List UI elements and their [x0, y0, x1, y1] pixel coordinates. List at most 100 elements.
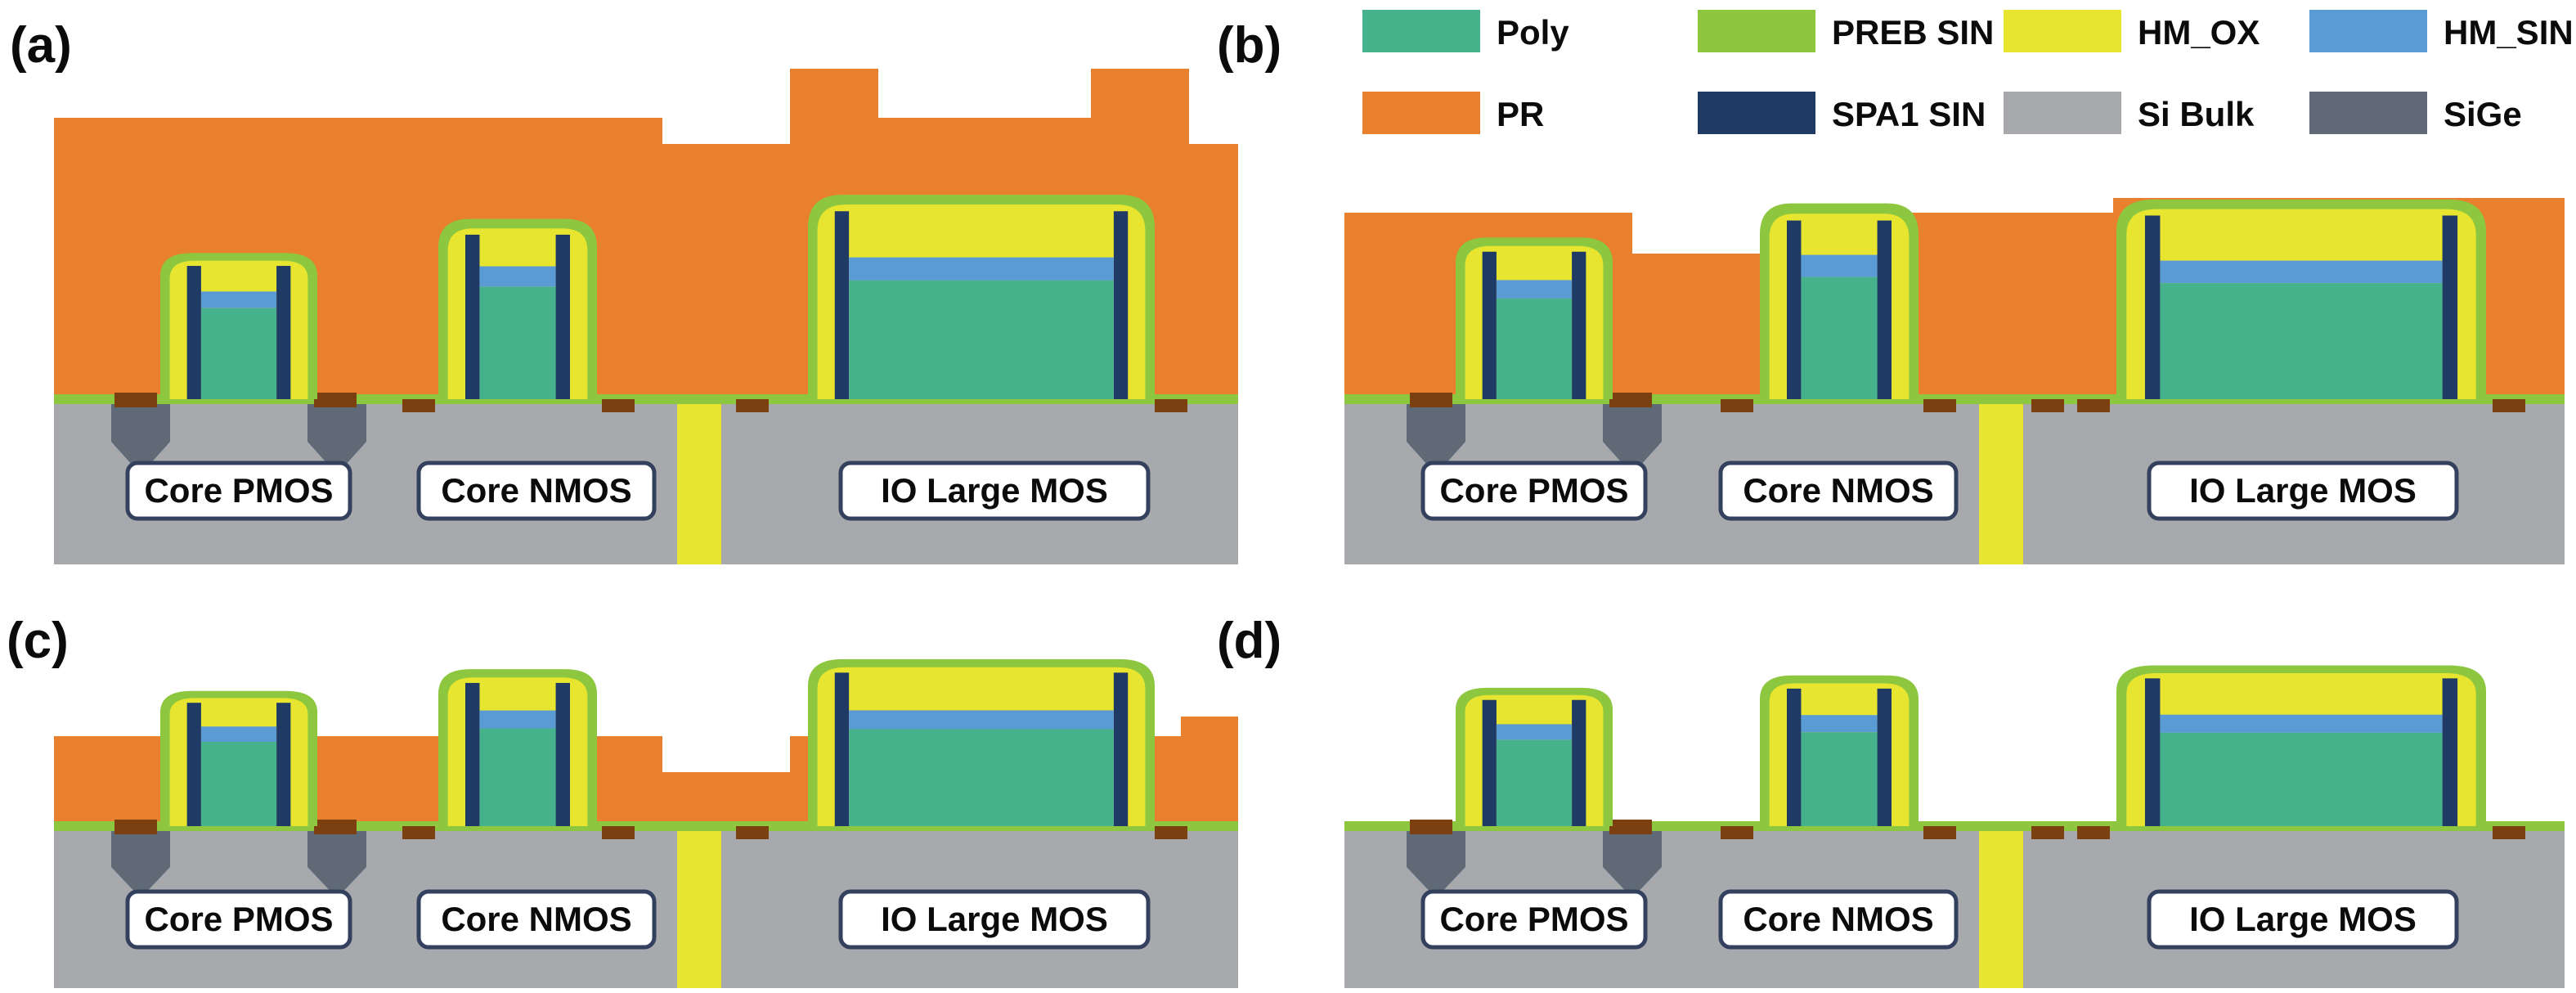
legend-item-poly: Poly — [1362, 10, 1569, 52]
surface-mark — [402, 399, 435, 412]
gate-io-large-mos — [808, 195, 1155, 399]
gate-core-pmos — [1456, 237, 1613, 399]
surface-mark — [2493, 399, 2525, 412]
legend-item-hm-sin: HM_SIN — [2309, 10, 2574, 52]
surface-mark — [2031, 399, 2064, 412]
surface-mark — [2077, 826, 2110, 839]
surface-mark — [1155, 399, 1187, 412]
legend-item-spa1-sin: SPA1 SIN — [1698, 92, 1986, 134]
surface-mark — [602, 399, 635, 412]
device-label: IO Large MOS — [881, 471, 1108, 510]
si-bulk-legend-label: Si Bulk — [2138, 95, 2255, 133]
preb-sin-legend-label: PREB SIN — [1832, 13, 1994, 52]
gate-core-pmos — [160, 253, 317, 399]
sige-region-right — [307, 831, 366, 898]
device-label-box — [1718, 889, 1959, 950]
hm-sin-legend-label: HM_SIN — [2444, 13, 2574, 52]
surface-mark — [114, 393, 157, 407]
preb-sin-swatch — [1698, 10, 1815, 52]
surface-mark — [1410, 820, 1452, 834]
device-label-box — [838, 461, 1151, 521]
device-label: Core PMOS — [144, 900, 333, 938]
gate-core-nmos — [438, 669, 597, 826]
sti-oxide-stripe — [677, 826, 721, 988]
device-label: Core PMOS — [1439, 900, 1628, 938]
device-label: Core NMOS — [441, 471, 631, 510]
panel-d: (d) Core PMOS Core NMOS IO Large MOS — [1217, 613, 2565, 988]
surface-mark — [2493, 826, 2525, 839]
surface-mark — [736, 399, 769, 412]
surface-mark — [1609, 820, 1652, 834]
sige-region-right — [307, 404, 366, 474]
sti-oxide-stripe — [1979, 826, 2023, 988]
surface-mark — [1923, 826, 1956, 839]
sige-region-right — [1603, 831, 1662, 898]
legend: Poly PREB SIN HM_OX HM_SIN PR SPA1 SIN S… — [1362, 10, 2574, 134]
device-label-box — [1420, 461, 1648, 521]
sti-oxide-stripe — [1979, 399, 2023, 564]
device-label: Core PMOS — [144, 471, 333, 510]
sige-region-left — [111, 831, 170, 898]
poly-legend-label: Poly — [1497, 13, 1569, 52]
hm-ox-legend-label: HM_OX — [2138, 13, 2260, 52]
sti-oxide-stripe — [677, 399, 721, 564]
surface-mark — [1721, 826, 1753, 839]
legend-item-si-bulk: Si Bulk — [2004, 92, 2255, 134]
surface-mark — [2077, 399, 2110, 412]
pr-legend-label: PR — [1497, 95, 1544, 133]
device-label: Core NMOS — [1743, 471, 1933, 510]
legend-item-hm-ox: HM_OX — [2004, 10, 2260, 52]
device-label: Core NMOS — [1743, 900, 1933, 938]
device-label-box — [838, 889, 1151, 950]
device-label: Core NMOS — [441, 900, 631, 938]
gate-core-nmos — [1760, 675, 1919, 826]
device-label-box — [125, 461, 352, 521]
sige-region-left — [111, 404, 170, 474]
legend-item-pr: PR — [1362, 92, 1544, 134]
gate-core-pmos — [1456, 687, 1613, 826]
panel-d-label: (d) — [1217, 613, 1281, 669]
sige-region-right — [1603, 404, 1662, 474]
sige-region-left — [1407, 404, 1465, 474]
surface-mark — [402, 826, 435, 839]
surface-mark — [314, 820, 357, 834]
device-label: Core PMOS — [1439, 471, 1628, 510]
device-label-box — [416, 461, 657, 521]
sige-region-left — [1407, 831, 1465, 898]
device-label: IO Large MOS — [2189, 900, 2417, 938]
si-bulk-swatch — [2004, 92, 2121, 134]
gate-core-nmos — [1760, 203, 1919, 399]
panel-c: (c) Core PMOS Core NMOS IO Large MOS — [7, 613, 1238, 988]
legend-item-preb-sin: PREB SIN — [1698, 10, 1994, 52]
device-label-box — [1420, 889, 1648, 950]
device-label-box — [125, 889, 352, 950]
legend-item-sige: SiGe — [2309, 92, 2522, 134]
device-label-box — [416, 889, 657, 950]
hm-sin-swatch — [2309, 10, 2427, 52]
device-label: IO Large MOS — [2189, 471, 2417, 510]
sige-swatch — [2309, 92, 2427, 134]
hm-ox-swatch — [2004, 10, 2121, 52]
panel-b: (b) Core PMOS Core NMOS IO Large MOS — [1217, 17, 2565, 564]
gate-core-nmos — [438, 218, 597, 399]
device-label-box — [2147, 461, 2459, 521]
surface-mark — [1609, 393, 1652, 407]
spa1-sin-legend-label: SPA1 SIN — [1832, 95, 1986, 133]
surface-mark — [314, 393, 357, 407]
panel-b-label: (b) — [1217, 17, 1281, 74]
surface-mark — [1410, 393, 1452, 407]
gate-io-large-mos — [808, 658, 1155, 826]
panel-a: (a) Core PMOS Core NMOS IO Large MOS — [10, 17, 1238, 564]
surface-mark — [602, 826, 635, 839]
panel-c-label: (c) — [7, 613, 69, 669]
surface-mark — [114, 820, 157, 834]
gate-core-pmos — [160, 690, 317, 826]
surface-mark — [1923, 399, 1956, 412]
device-label: IO Large MOS — [881, 900, 1108, 938]
surface-mark — [2031, 826, 2064, 839]
device-label-box — [1718, 461, 1959, 521]
spa1-sin-swatch — [1698, 92, 1815, 134]
surface-mark — [736, 826, 769, 839]
pr-swatch — [1362, 92, 1480, 134]
